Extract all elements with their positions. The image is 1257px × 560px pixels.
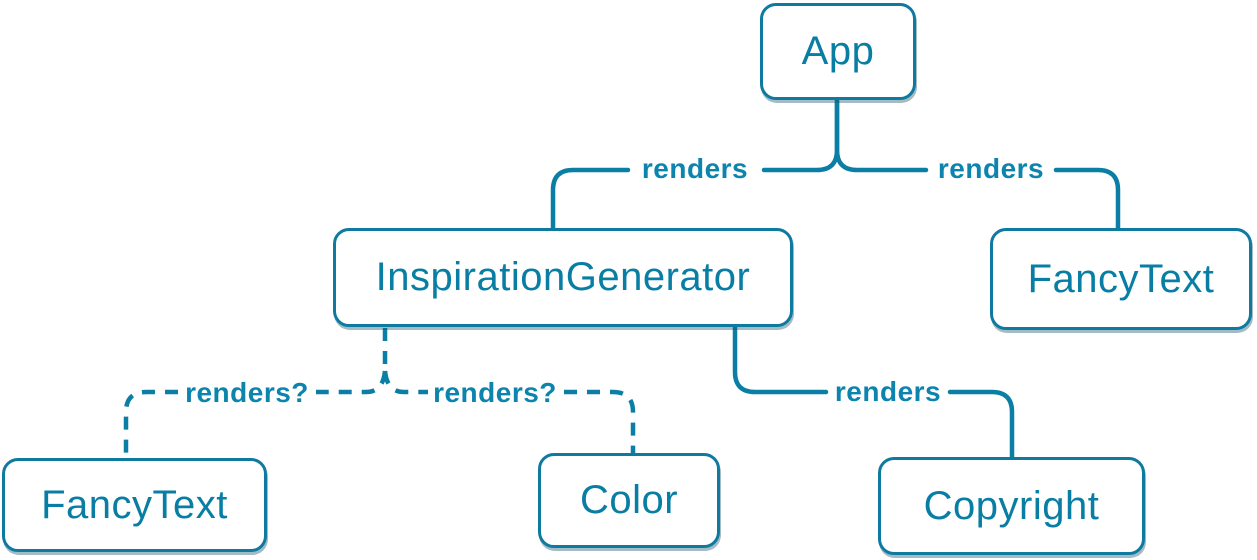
node-app-label: App xyxy=(801,29,875,73)
node-fancy-text-bottom: FancyText xyxy=(2,458,267,552)
node-fancy-text-top-label: FancyText xyxy=(1027,256,1215,301)
node-color-label: Color xyxy=(579,478,679,522)
node-inspiration-generator: InspirationGenerator xyxy=(333,228,793,327)
edge-label-renders-inspirationgenerator-copyright: renders xyxy=(834,376,942,407)
edge-label-renders-app-inspirationgenerator: renders xyxy=(641,153,749,184)
edge-label-renders-conditional-fancytext: renders? xyxy=(185,377,309,408)
edge-app-fancytext xyxy=(834,98,1121,231)
node-color: Color xyxy=(538,453,720,548)
node-copyright: Copyright xyxy=(878,457,1145,555)
edge-label-renders-conditional-color: renders? xyxy=(433,377,557,408)
node-inspiration-generator-label: InspirationGenerator xyxy=(375,255,751,299)
edge-inspirationgenerator-color xyxy=(382,370,636,453)
node-fancy-text-top: FancyText xyxy=(990,228,1252,330)
node-fancy-text-bottom-label: FancyText xyxy=(41,482,228,527)
node-copyright-label: Copyright xyxy=(923,483,1100,528)
node-app: App xyxy=(760,3,916,100)
edge-inspirationgenerator-copyright xyxy=(732,325,1015,460)
edge-label-renders-app-fancytext: renders xyxy=(937,153,1045,184)
